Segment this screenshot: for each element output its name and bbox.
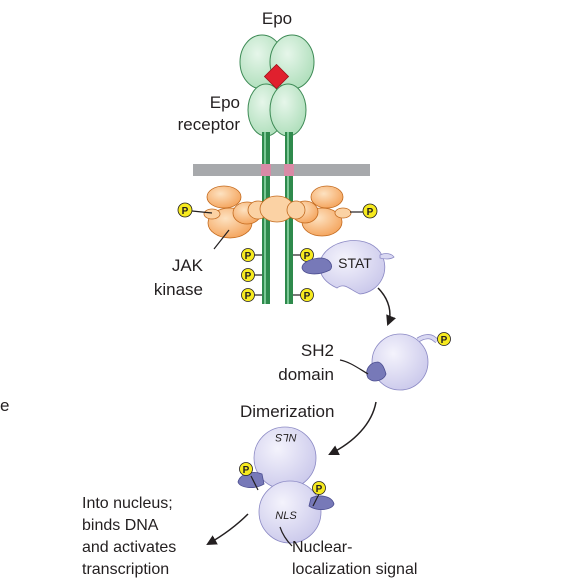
membrane-bar [193,164,370,176]
epo-receptor-label-line2: receptor [178,115,241,134]
epo-hormone [263,63,290,90]
phosphate-label: P [245,271,252,282]
stat-bound: STAT [301,240,395,295]
cell-membrane [193,164,370,176]
jak-phosphate-left: P [177,202,213,218]
nucleus-label-line4: transcription [82,561,169,578]
nls-label-top: NLS [275,431,297,443]
sh2-label-line1: SH2 [301,341,334,360]
phosphate-label: P [245,291,252,302]
membrane-segment-left [261,164,271,176]
phosphate-label: P [367,207,374,218]
jak-label-line1: JAK [172,256,204,275]
arrow-into-nucleus [206,513,249,546]
nucleus-label-line2: binds DNA [82,517,159,534]
left-edge-text: e [0,396,9,415]
phosphate-label: P [245,251,252,262]
jak-phosphate-right: P [350,203,378,219]
stat-sh2-domain [301,257,332,275]
stat-dimer: P P NLS NLS [237,426,335,544]
phosphate-label: P [243,465,250,476]
phosphate-label: P [182,206,189,217]
nucleus-label-line1: Into nucleus; [82,495,173,512]
free-stat-sh2-domain [366,361,387,382]
jak-kinase-right [286,185,352,237]
nls-signal-label-line2: localization signal [292,561,417,578]
receptor-bottom-right-lobe [269,83,307,137]
nls-pointer-line [279,526,293,547]
epo-receptor-label-line1: Epo [210,93,240,112]
receptor-phosphates-left: P P P [241,248,262,302]
nls-label-bottom: NLS [275,510,297,522]
stat-label: STAT [338,255,372,271]
nls-signal-label-line1: Nuclear- [292,539,352,556]
sh2-label-line2: domain [278,365,334,384]
phosphate-label: P [304,251,311,262]
phosphate-label: P [441,335,448,346]
receptor-phosphates-right: P P [293,248,314,302]
nucleus-label-line3: and activates [82,539,176,556]
jak-kinase-left [203,185,269,239]
dimerization-label: Dimerization [240,402,334,421]
jak-pointer-line [213,229,230,250]
arrow-dimerization [328,401,377,455]
phosphate-label: P [304,291,311,302]
membrane-segment-right [284,164,294,176]
phosphate-label: P [316,484,323,495]
sh2-pointer-line [339,359,369,375]
epo-label: Epo [262,9,292,28]
jak-label-line2: kinase [154,280,203,299]
arrow-stat-release [377,287,396,326]
stat-free: P [366,332,451,391]
